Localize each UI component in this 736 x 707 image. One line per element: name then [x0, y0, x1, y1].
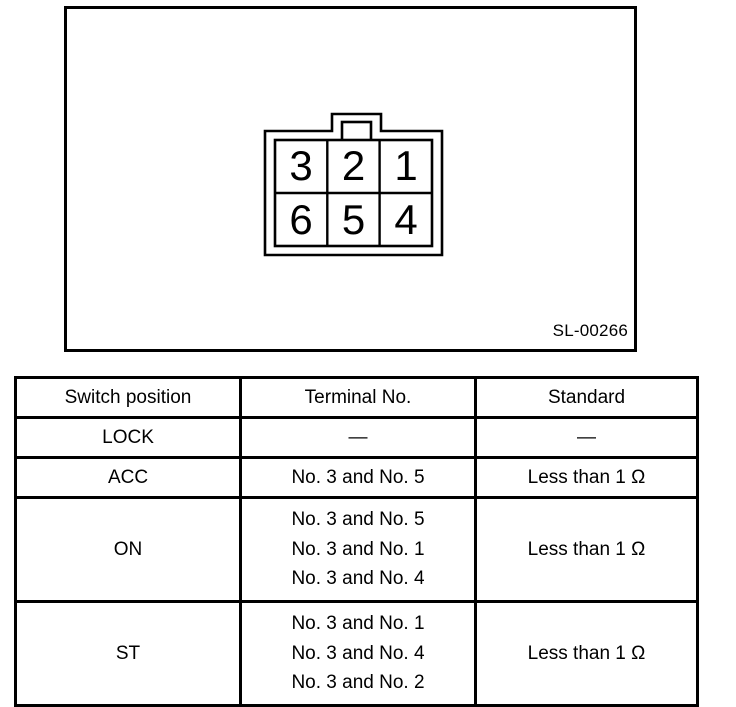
cell-terminal-lock: — [239, 416, 477, 459]
column-header-switch-position: Switch position [14, 376, 242, 419]
pin-number-3: 3 [289, 142, 312, 189]
terminal-pair-st-1: No. 3 and No. 1 [291, 613, 425, 635]
pin-number-4: 4 [394, 196, 417, 243]
cell-standard-st: Less than 1 Ω [474, 600, 699, 707]
table-row-st: ST No. 3 and No. 1 No. 3 and No. 4 No. 3… [14, 600, 699, 707]
cell-standard-acc: Less than 1 Ω [474, 456, 699, 499]
table-row-acc: ACC No. 3 and No. 5 Less than 1 Ω [14, 456, 699, 499]
column-header-standard: Standard [474, 376, 699, 419]
table-header-row: Switch position Terminal No. Standard [14, 376, 699, 419]
pin-number-5: 5 [342, 196, 365, 243]
cell-switch-position-lock: LOCK [14, 416, 242, 459]
figure-code-label: SL-00266 [552, 321, 628, 340]
cell-terminal-st: No. 3 and No. 1 No. 3 and No. 4 No. 3 an… [239, 600, 477, 707]
terminal-pair-on-1: No. 3 and No. 5 [291, 509, 425, 531]
column-header-terminal-no: Terminal No. [239, 376, 477, 419]
table-row-lock: LOCK — — [14, 416, 699, 459]
figure-panel: 3 2 1 6 5 4 SL-00266 [64, 6, 637, 352]
cell-standard-on: Less than 1 Ω [474, 496, 699, 603]
cell-standard-lock: — [474, 416, 699, 459]
cell-switch-position-on: ON [14, 496, 242, 603]
cell-terminal-acc: No. 3 and No. 5 [239, 456, 477, 499]
terminal-pair-st-3: No. 3 and No. 2 [291, 672, 425, 694]
connector-svg: 3 2 1 6 5 4 [263, 112, 444, 257]
cell-terminal-on: No. 3 and No. 5 No. 3 and No. 1 No. 3 an… [239, 496, 477, 603]
table-row-on: ON No. 3 and No. 5 No. 3 and No. 1 No. 3… [14, 496, 699, 603]
terminal-pair-on-2: No. 3 and No. 1 [291, 538, 425, 560]
pin-number-6: 6 [289, 196, 312, 243]
pin-number-1: 1 [394, 142, 417, 189]
pin-number-2: 2 [342, 142, 365, 189]
terminal-pair-on-3: No. 3 and No. 4 [291, 568, 425, 590]
terminal-pair-st-2: No. 3 and No. 4 [291, 642, 425, 664]
continuity-spec-table: Switch position Terminal No. Standard LO… [14, 376, 699, 707]
cell-switch-position-st: ST [14, 600, 242, 707]
connector-diagram: 3 2 1 6 5 4 [261, 110, 446, 261]
cell-switch-position-acc: ACC [14, 456, 242, 499]
